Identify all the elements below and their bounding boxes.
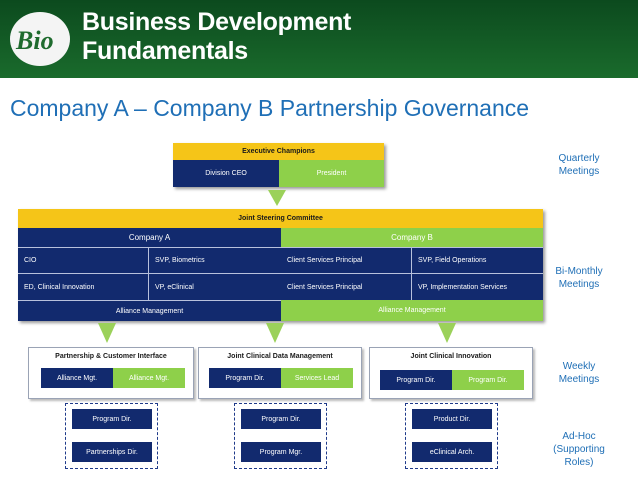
joint-steering-committee: Joint Steering Committee Company A Compa… xyxy=(18,209,543,321)
arrow-down-icon xyxy=(438,323,456,343)
logo-text: Bio xyxy=(16,26,54,55)
vp-eclinical-cell: VP, eClinical xyxy=(149,273,281,300)
adhoc-role-bottom: Program Mgr. xyxy=(241,442,321,462)
executive-champions-box: Executive Champions Division CEO Preside… xyxy=(173,143,384,187)
company-a-header: Company A xyxy=(18,228,281,247)
executive-champions-title: Executive Champions xyxy=(173,143,384,160)
brand-title: Business Development Fundamentals xyxy=(82,8,351,66)
vp-implementation-services-cell: VP, Implementation Services xyxy=(412,273,543,300)
alliance-mgt-b: Alliance Mgt. xyxy=(113,368,185,388)
adhoc-group-2: Program Dir. Program Mgr. xyxy=(234,403,327,469)
adhoc-label: Ad-Hoc (Supporting Roles) xyxy=(553,431,605,468)
adhoc-role-top: Program Dir. xyxy=(72,409,152,429)
alliance-mgt-a: Alliance Mgt. xyxy=(41,368,113,388)
svp-field-operations-cell: SVP, Field Operations xyxy=(412,247,543,273)
team-title: Joint Clinical Innovation xyxy=(410,353,492,360)
ed-clinical-innovation-cell: ED, Clinical Innovation xyxy=(18,273,149,300)
bio-logo: Bio xyxy=(10,12,70,66)
division-ceo: Division CEO xyxy=(173,160,279,187)
adhoc-role-bottom: Partnerships Dir. xyxy=(72,442,152,462)
adhoc-group-1: Program Dir. Partnerships Dir. xyxy=(65,403,158,469)
brand-line-2: Fundamentals xyxy=(82,37,248,65)
team-joint-clinical-innovation: Joint Clinical Innovation Program Dir. P… xyxy=(369,347,533,399)
president: President xyxy=(279,160,384,187)
quarterly-meetings-label: Quarterly Meetings xyxy=(558,153,600,177)
cio-cell: CIO xyxy=(18,247,149,273)
brand-line-1: Business Development xyxy=(82,8,352,36)
team-partnership-customer-interface: Partnership & Customer Interface Allianc… xyxy=(28,347,194,399)
company-b-header: Company B xyxy=(281,228,543,247)
program-dir-cdm: Program Dir. xyxy=(209,368,281,388)
services-lead: Services Lead xyxy=(281,368,353,388)
adhoc-role-bottom: eClinical Arch. xyxy=(412,442,492,462)
team-title: Joint Clinical Data Management xyxy=(227,353,333,360)
adhoc-role-top: Product Dir. xyxy=(412,409,492,429)
header-banner: Bio Business Development Fundamentals xyxy=(0,0,638,78)
svp-biometrics-cell: SVP, Biometrics xyxy=(149,247,281,273)
client-services-principal-cell-2: Client Services Principal xyxy=(281,273,412,300)
program-dir-ci-b: Program Dir. xyxy=(452,370,524,390)
arrow-down-icon xyxy=(266,323,284,343)
steering-title: Joint Steering Committee xyxy=(18,209,543,228)
team-title: Partnership & Customer Interface xyxy=(55,353,167,360)
weekly-meetings-label: Weekly Meetings xyxy=(558,361,600,385)
adhoc-group-3: Product Dir. eClinical Arch. xyxy=(405,403,498,469)
adhoc-role-top: Program Dir. xyxy=(241,409,321,429)
team-joint-clinical-data-management: Joint Clinical Data Management Program D… xyxy=(198,347,362,399)
program-dir-ci-a: Program Dir. xyxy=(380,370,452,390)
arrow-down-icon xyxy=(98,323,116,343)
alliance-management-a: Alliance Management xyxy=(18,300,281,321)
bimonthly-meetings-label: Bi-Monthly Meetings xyxy=(555,266,603,290)
page-title: Company A – Company B Partnership Govern… xyxy=(10,95,530,121)
arrow-down-icon xyxy=(268,190,286,206)
alliance-management-b: Alliance Management xyxy=(281,300,543,321)
client-services-principal-cell-1: Client Services Principal xyxy=(281,247,412,273)
